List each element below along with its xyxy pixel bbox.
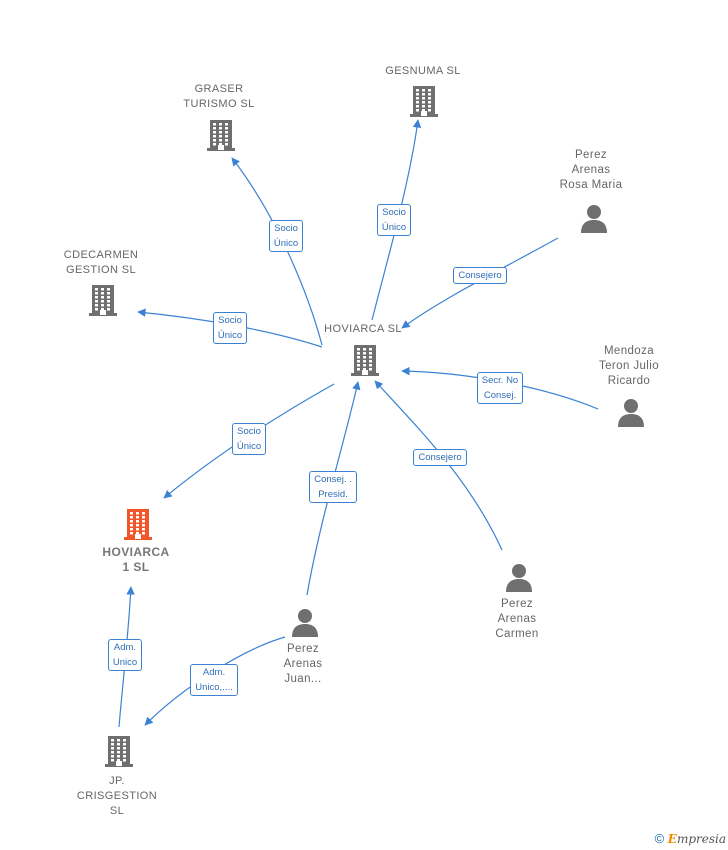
edge-label-jp-hov1[interactable]: Adm. Unico bbox=[107, 639, 143, 671]
edge-rosa bbox=[401, 237, 559, 329]
node-label-hoviarca[interactable]: HOVIARCA SL bbox=[324, 323, 402, 335]
building-icon-jpcris[interactable] bbox=[102, 734, 136, 773]
brand-logo-text: mpresia bbox=[676, 832, 726, 846]
node-label-graser[interactable]: GRASER TURISMO SL bbox=[183, 83, 255, 110]
edge-label-gesnuma[interactable]: Socio Único bbox=[376, 204, 412, 236]
edge-label-rosa[interactable]: Consejero bbox=[453, 266, 507, 284]
edge-graser bbox=[231, 157, 323, 346]
person-icon-carmen[interactable] bbox=[504, 562, 534, 597]
brand-logo-initial: E bbox=[667, 832, 677, 846]
brand-logo[interactable]: Empresia bbox=[668, 832, 726, 846]
edge-label-juan-hov[interactable]: Consej. . Presid. bbox=[309, 471, 357, 503]
person-icon-rosa[interactable] bbox=[579, 203, 609, 238]
node-label-rosa[interactable]: Perez Arenas Rosa Maria bbox=[559, 149, 623, 191]
edge-carmen bbox=[374, 380, 503, 551]
building-icon-graser[interactable] bbox=[204, 118, 238, 157]
node-label-mendoza[interactable]: Mendoza Teron Julio Ricardo bbox=[598, 345, 659, 387]
edge-label-juan-jp[interactable]: Adm. Unico,.... bbox=[190, 664, 238, 696]
person-icon-mendoza[interactable] bbox=[616, 397, 646, 432]
node-label-hoviarca1[interactable]: HOVIARCA 1 SL bbox=[102, 545, 170, 574]
edge-label-cdecarmen[interactable]: Socio Único bbox=[212, 312, 248, 344]
edge-label-carmen[interactable]: Consejero bbox=[413, 448, 467, 466]
copyright-symbol: © bbox=[654, 831, 665, 846]
edge-label-graser[interactable]: Socio Único bbox=[268, 220, 304, 252]
person-icon-juan[interactable] bbox=[290, 607, 320, 642]
edge-label-mendoza[interactable]: Secr. No Consej. bbox=[476, 372, 524, 404]
edge-label-hoviarca1[interactable]: Socio Único bbox=[231, 423, 267, 455]
building-icon-hoviarca1[interactable] bbox=[121, 507, 155, 546]
node-label-gesnuma[interactable]: GESNUMA SL bbox=[385, 65, 461, 77]
node-label-juan[interactable]: Perez Arenas Juan... bbox=[283, 643, 323, 685]
building-icon-cdecarmen[interactable] bbox=[86, 283, 120, 322]
building-icon-gesnuma[interactable] bbox=[407, 84, 441, 123]
building-icon-hoviarca[interactable] bbox=[348, 343, 382, 382]
node-label-jpcris[interactable]: JP. CRISGESTION SL bbox=[76, 775, 158, 817]
node-label-cdecarmen[interactable]: CDECARMEN GESTION SL bbox=[63, 249, 139, 276]
node-label-carmen[interactable]: Perez Arenas Carmen bbox=[495, 598, 539, 640]
copyright-notice: © Empresia bbox=[655, 831, 726, 846]
